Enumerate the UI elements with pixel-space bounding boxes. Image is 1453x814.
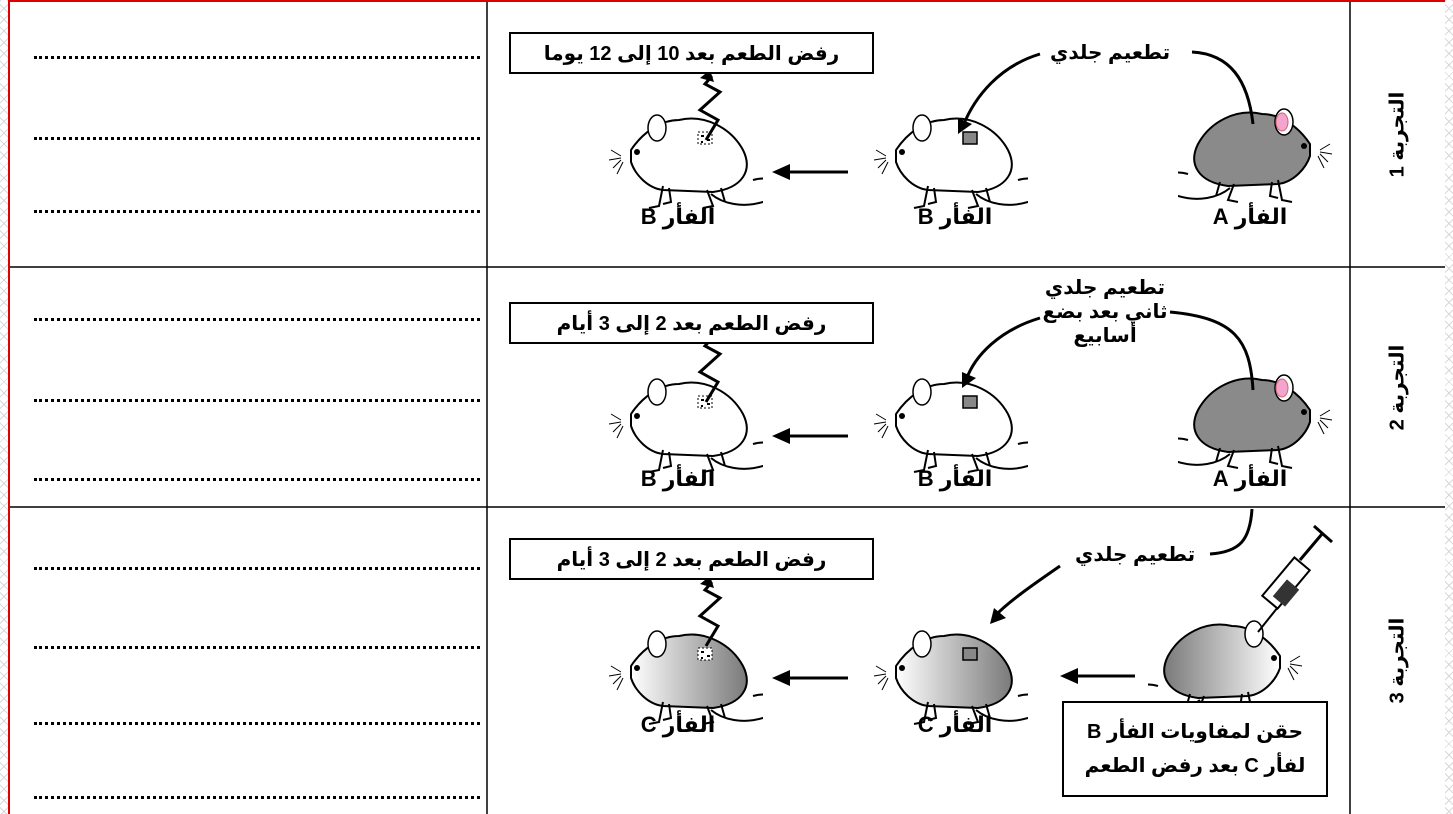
- mouse-a-icon: [1178, 374, 1333, 469]
- syringe-icon: [1257, 524, 1333, 633]
- right-decorative-border: [1445, 0, 1453, 814]
- answer-line[interactable]: [34, 318, 480, 321]
- graft-label-multiline: تطعيم جلدي ثاني بعد بضع أسابيع: [1040, 276, 1170, 348]
- answer-line[interactable]: [34, 210, 480, 213]
- mouse-name: الفأر A: [1212, 466, 1288, 491]
- page-frame: [8, 0, 1445, 814]
- mouse-name: الفأر B: [640, 466, 716, 491]
- mouse-name: الفأر B: [917, 466, 993, 491]
- answer-line[interactable]: [34, 646, 480, 649]
- mouse-name: الفأر B: [917, 204, 993, 229]
- answer-line[interactable]: [34, 399, 480, 402]
- mouse-b-graft-icon: [873, 378, 1028, 473]
- answer-line[interactable]: [34, 796, 480, 799]
- answer-line[interactable]: [34, 722, 480, 725]
- injection-line: لفأر C بعد رفض الطعم: [1084, 755, 1306, 777]
- mouse-name: الفأر C: [917, 712, 993, 737]
- mouse-a-icon: [1178, 108, 1333, 203]
- graft-label-line: ثاني بعد بضع: [1042, 301, 1168, 323]
- mouse-name: الفأر A: [1212, 204, 1288, 229]
- mouse-b-graft-icon: [873, 114, 1028, 209]
- mouse-c-graft-icon: [873, 630, 1028, 725]
- graft-label-line: تطعيم جلدي: [1044, 277, 1166, 299]
- graft-label-line: أسابيع: [1073, 325, 1137, 347]
- answer-line[interactable]: [34, 478, 480, 481]
- graft-label: تطعيم جلدي: [1075, 544, 1196, 566]
- mouse-name: الفأر C: [640, 712, 716, 737]
- graft-label: تطعيم جلدي: [1050, 42, 1171, 64]
- injection-line: حقن لمفاويات الفأر B: [1086, 721, 1304, 743]
- answer-line[interactable]: [34, 567, 480, 570]
- injection-box: حقن لمفاويات الفأر B لفأر C بعد رفض الطع…: [1062, 701, 1328, 797]
- result-box: رفض الطعم بعد 2 إلى 3 أيام: [509, 538, 874, 580]
- answer-line[interactable]: [34, 56, 480, 59]
- result-box: رفض الطعم بعد 2 إلى 3 أيام: [509, 302, 874, 344]
- mouse-name: الفأر B: [640, 204, 716, 229]
- left-decorative-border: [0, 0, 8, 814]
- result-box: رفض الطعم بعد 10 إلى 12 يوما: [509, 32, 874, 74]
- mouse-c-rejected-icon: [608, 630, 763, 725]
- answer-line[interactable]: [34, 137, 480, 140]
